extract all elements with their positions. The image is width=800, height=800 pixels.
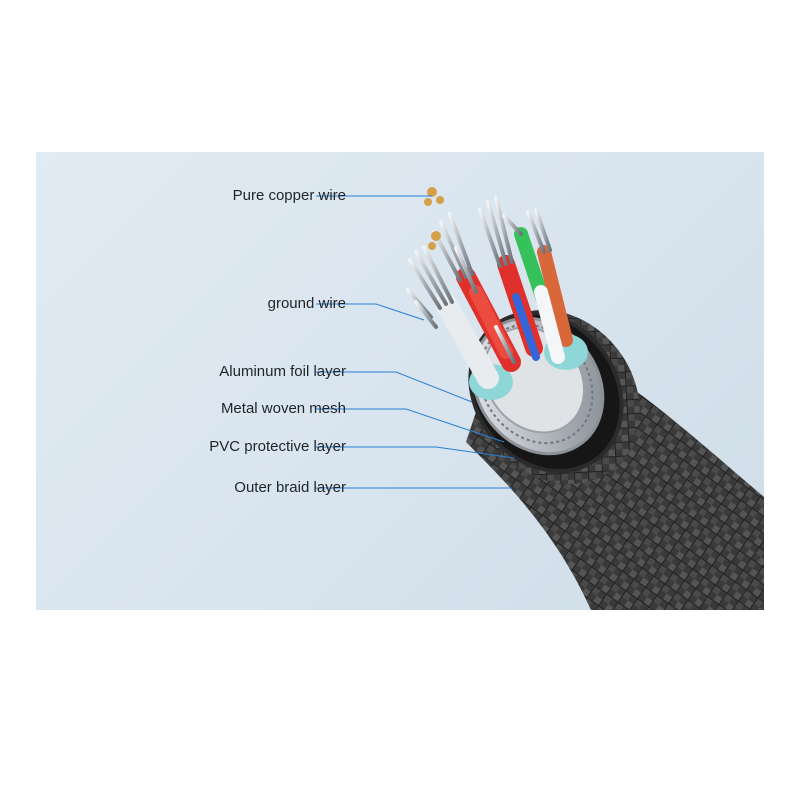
- copper-tips: [424, 187, 444, 250]
- cable-cross-section-illustration: [316, 187, 764, 610]
- cable-illustration-panel: Pure copper wire ground wire Aluminum fo…: [36, 152, 764, 610]
- label-pure-copper-wire: Pure copper wire: [232, 187, 346, 204]
- label-outer-braid-layer: Outer braid layer: [234, 479, 346, 496]
- label-pvc-protective-layer: PVC protective layer: [209, 438, 346, 455]
- label-metal-woven-mesh: Metal woven mesh: [220, 400, 346, 417]
- leader-lines: [316, 195, 515, 489]
- label-ground-wire: ground wire: [267, 295, 346, 312]
- label-aluminum-foil-layer: Aluminum foil layer: [219, 363, 346, 380]
